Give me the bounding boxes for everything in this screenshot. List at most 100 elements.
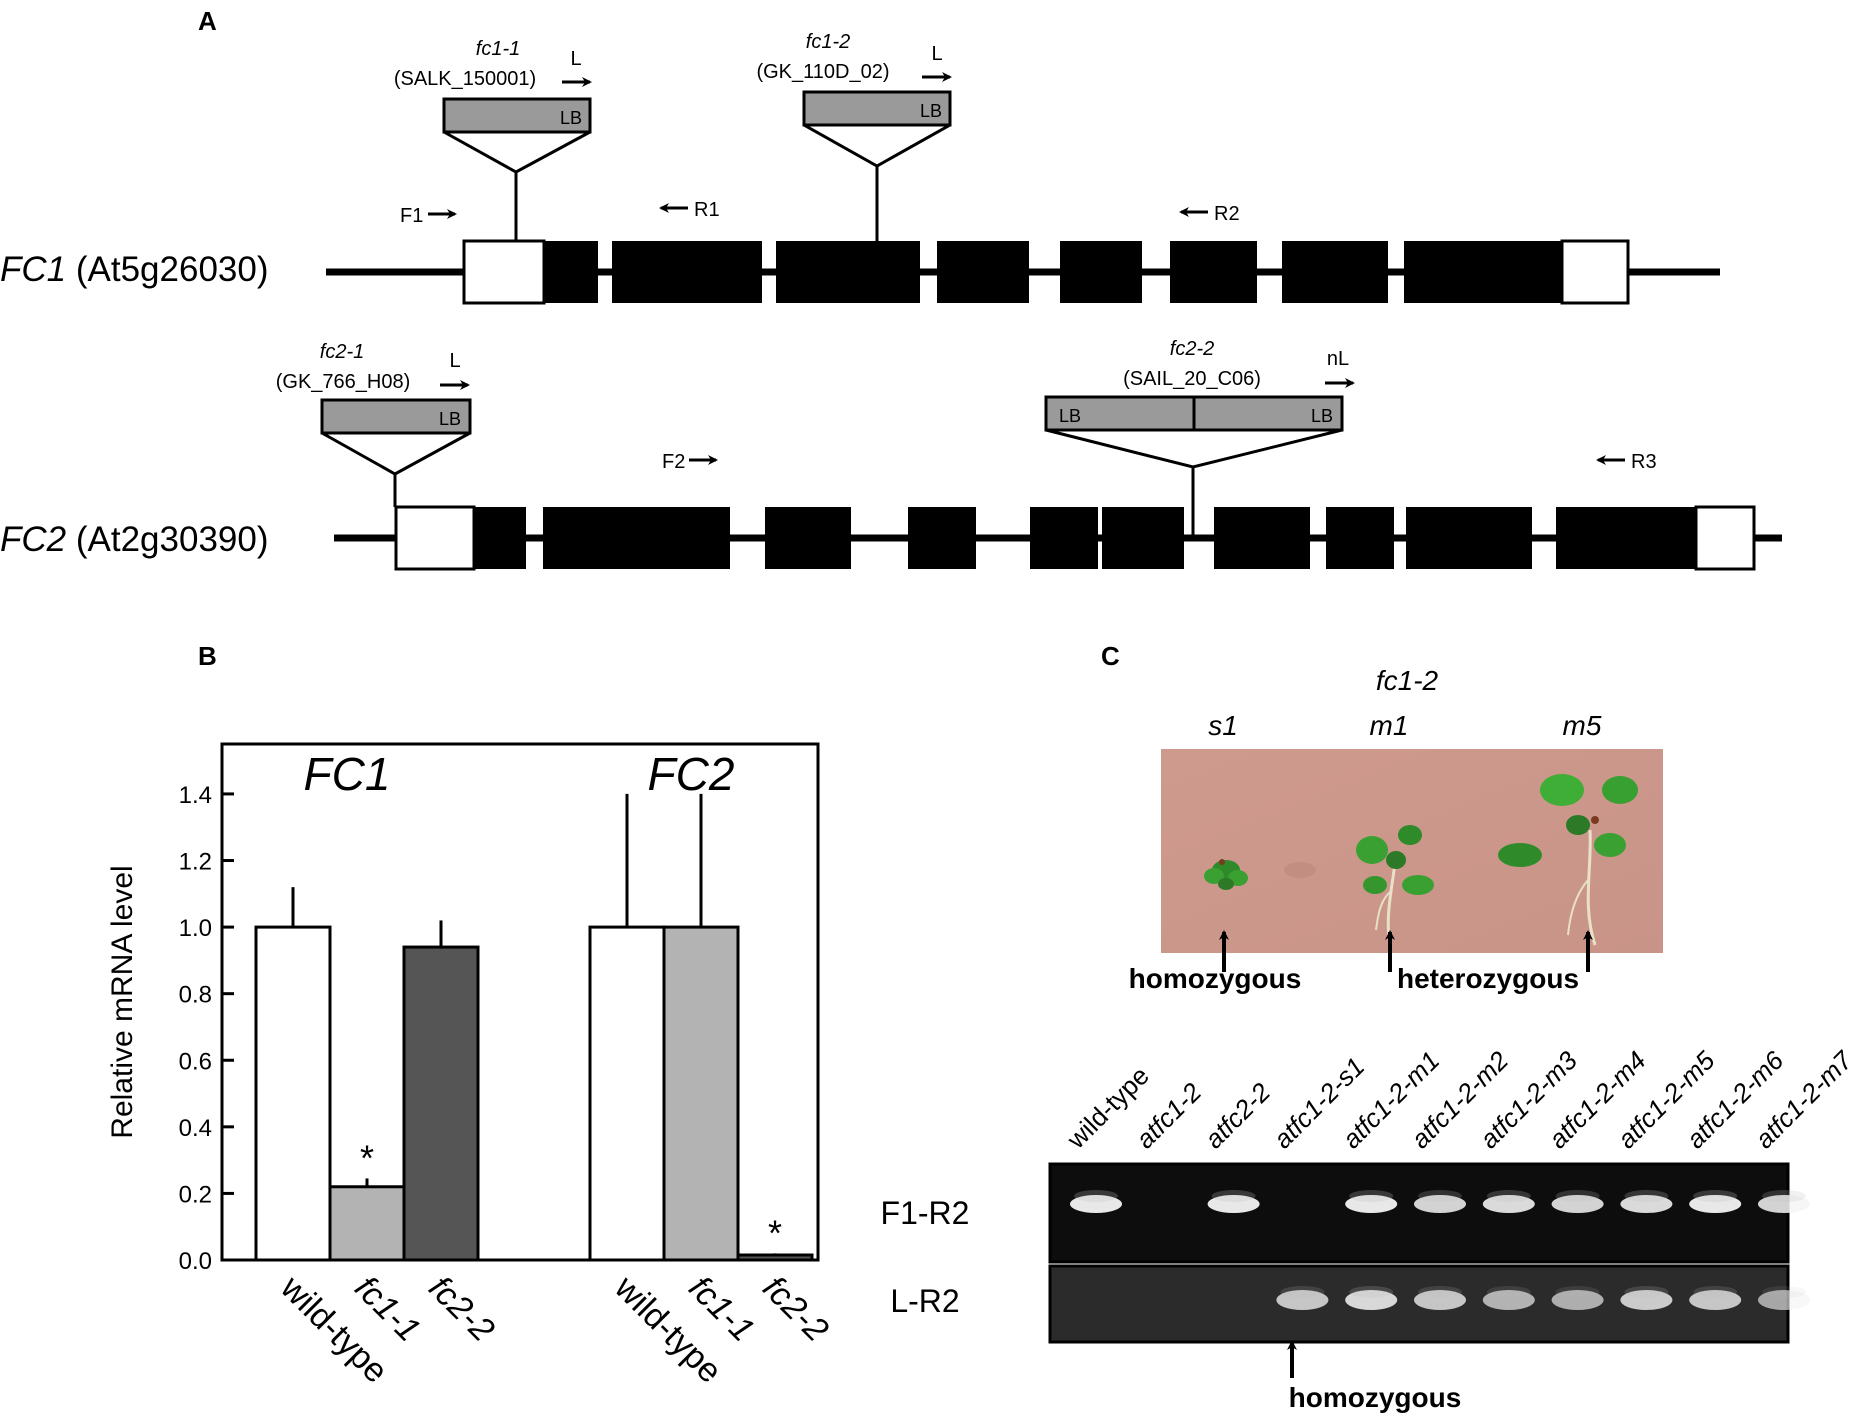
primer-label-L: L (931, 43, 942, 65)
gel-band-glow (1486, 1190, 1531, 1202)
gel-band-glow (1693, 1190, 1738, 1202)
x-tick-label: fc2-2 (755, 1269, 835, 1349)
gel-band-glow (1693, 1286, 1738, 1298)
leaf (1218, 878, 1234, 890)
gel-band (1551, 1195, 1604, 1213)
fc2-exon (1030, 507, 1098, 569)
gel-band (1414, 1290, 1466, 1310)
lane-label: atfc2-2 (1199, 1076, 1277, 1154)
leaf (1566, 815, 1590, 835)
gel-label-l-r2: L-R2 (890, 1283, 959, 1319)
leaf (1602, 776, 1638, 804)
primer-r1-label: R1 (694, 199, 720, 221)
primer-label-L: L (570, 48, 581, 70)
gel-band-glow (1211, 1190, 1256, 1202)
y-tick-label: 0.8 (179, 982, 212, 1009)
allele-fc2-2: fc2-2 (1170, 338, 1214, 360)
leaf (1204, 868, 1224, 884)
gel-band (1414, 1195, 1466, 1213)
seed-coat (1591, 816, 1599, 824)
leaf (1398, 825, 1422, 845)
leaf (1498, 843, 1542, 867)
fc1-gene-model: FC1 (At5g26030) (0, 239, 1720, 305)
seedling-label-s1: s1 (1208, 710, 1238, 741)
seedling-genotype-title: fc1-2 (1376, 665, 1439, 696)
y-axis-ticks: 0.00.20.40.60.81.01.21.4 (179, 782, 234, 1275)
leaf (1540, 774, 1584, 806)
gel-band-glow (1280, 1286, 1325, 1298)
fc2-gene-model: FC2 (At2g30390) (0, 505, 1782, 571)
gel-band-glow (1349, 1286, 1394, 1298)
significance-marker: * (360, 1137, 374, 1178)
leaf (1402, 875, 1434, 895)
plot-frame (220, 742, 820, 1262)
fc1-exon (544, 241, 598, 303)
insertion-fc2-2: fc2-2 (SAIL_20_C06) nL LB LB (1044, 338, 1355, 538)
insertion-wedge (321, 431, 471, 476)
gel-band (1482, 1195, 1535, 1213)
fc1-exon (937, 241, 1029, 303)
seedling-m5 (1498, 774, 1638, 946)
gel-band-glow (1762, 1190, 1806, 1202)
y-tick-label: 0.6 (179, 1048, 212, 1075)
fc2-gene-title: FC2 (At2g30390) (0, 520, 269, 559)
seed-coat (1219, 859, 1225, 865)
leaf (1386, 851, 1406, 869)
fc2-exon (765, 507, 851, 569)
insertion-wedge (803, 123, 951, 168)
panel-label-a: A (198, 6, 217, 36)
y-tick-label: 1.0 (179, 915, 212, 942)
fc2-exon (908, 507, 976, 569)
panel-label-b: B (198, 641, 217, 671)
gel-band-glow (1418, 1190, 1462, 1202)
bar (662, 925, 740, 1262)
leaf (1356, 836, 1388, 864)
primer-f2-label: F2 (662, 451, 685, 473)
insertion-fc1-2: fc1-2 (GK_110D_02) L LB (756, 31, 952, 241)
allele-fc1-2: fc1-2 (806, 31, 850, 53)
root (1567, 879, 1589, 936)
fc2-exon (1326, 507, 1394, 569)
gel-f1-r2-bands (1070, 1190, 1810, 1213)
fc1-exon (1282, 241, 1388, 303)
fc2-exon (1556, 507, 1696, 569)
primer-f1-label: F1 (400, 205, 423, 227)
gel-band (1758, 1195, 1810, 1213)
fc1-gene-title: FC1 (At5g26030) (0, 250, 269, 289)
group-title: FC2 (648, 748, 735, 800)
allele-fc2-1: fc2-1 (320, 341, 364, 363)
leaf (1594, 833, 1626, 857)
gel-f1-r2-image (1048, 1162, 1790, 1264)
y-tick-label: 1.2 (179, 849, 212, 876)
line-fc2-1: (GK_766_H08) (276, 371, 411, 393)
bar (736, 1253, 814, 1262)
allele-fc1-1: fc1-1 (476, 38, 520, 60)
insertion-wedge (1045, 428, 1343, 469)
fc2-utr5 (394, 505, 476, 571)
fc2-exon (543, 507, 730, 569)
gel-band-glow (1555, 1286, 1600, 1298)
photo-label-homozygous: homozygous (1129, 963, 1302, 994)
primer-r3-label: R3 (1631, 451, 1657, 473)
lb-label: LB (560, 108, 582, 128)
line-fc1-2: (GK_110D_02) (756, 61, 889, 83)
t-dna-box (442, 97, 592, 134)
bar (254, 925, 332, 1262)
bar (402, 945, 480, 1262)
significance-marker: * (768, 1212, 782, 1253)
line-fc1-1: (SALK_150001) (394, 68, 536, 90)
gel-label-homozygous: homozygous (1289, 1382, 1462, 1413)
t-dna-box (802, 90, 952, 127)
x-tick-label: fc2-2 (421, 1269, 501, 1349)
gel-band (1345, 1290, 1398, 1310)
primer-r2-label: R2 (1214, 203, 1240, 225)
fc1-locus-spacer (66, 250, 76, 289)
fc2-locus: (At2g30390) (76, 520, 269, 559)
fc2-exon (1214, 507, 1310, 569)
lb-label: LB (920, 101, 942, 121)
seedling-photo (1161, 749, 1663, 953)
y-axis-label: Relative mRNA level (106, 865, 139, 1138)
gel-l-r2-bands (1276, 1286, 1810, 1310)
fc1-locus: (At5g26030) (76, 250, 269, 289)
gel-band (1620, 1290, 1673, 1310)
